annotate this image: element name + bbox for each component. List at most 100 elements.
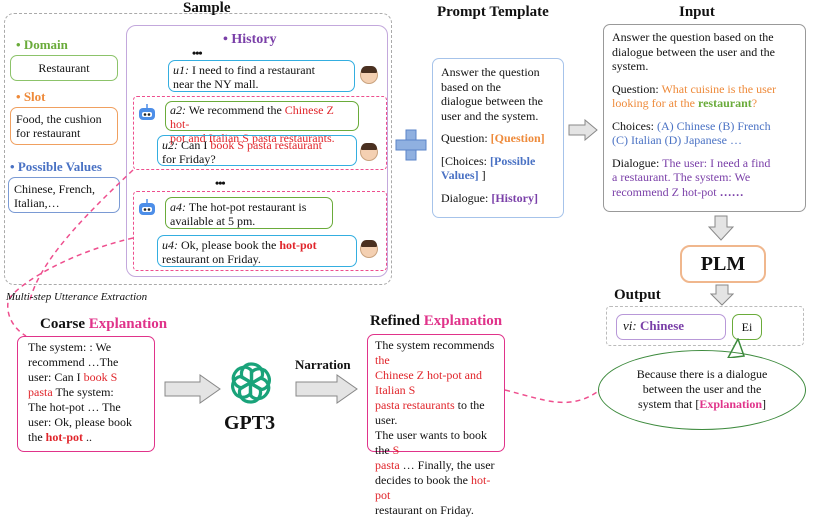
input-box: Answer the question based on the dialogu…	[603, 24, 806, 212]
coarse-line7-a: the	[28, 430, 46, 444]
refined-explanation-box: The system recommends the Chinese Z hot-…	[367, 334, 505, 517]
slot-label: • Slot	[16, 89, 46, 104]
input-line3: system.	[612, 59, 649, 73]
pt-line3: dialogue between the	[441, 94, 543, 108]
history-title: • History	[223, 32, 277, 47]
output-panel	[606, 306, 804, 346]
sample-title: Sample	[183, 0, 231, 16]
coarse-line1: The system: : We	[28, 340, 112, 354]
coarse-title-a: Coarse	[40, 316, 89, 332]
dialogue-turn-group-1	[133, 96, 387, 170]
user-avatar-icon	[360, 143, 378, 161]
utterance-u2: u2: Can I book S pasta restaurant for Fr…	[157, 135, 357, 166]
refined-line1-a: The system recommends	[375, 338, 495, 352]
utterance-u4: u4: Ok, please book the hot-pot restaura…	[157, 235, 357, 267]
refined-line1-b: the	[375, 353, 390, 367]
input-question-label: Question:	[612, 81, 662, 96]
history-title-text: History	[231, 32, 277, 47]
dialogue-turn-group-2	[133, 191, 387, 271]
slot-value-line1: Food, the cushion	[16, 112, 102, 126]
coarse-line6: user: Ok, please book	[28, 415, 132, 429]
pt-choices-end: ]	[478, 168, 486, 182]
input-line2: dialogue between the user and the	[612, 44, 775, 59]
a4-line2: available at 5 pm.	[170, 214, 256, 228]
input-question-a: What cuisine is the user	[661, 81, 777, 96]
values-label-text: Possible Values	[17, 159, 102, 174]
input-dialogue-c: recommend Z hot-pot	[612, 184, 720, 199]
input-dialogue-b: a restaurant. The system: We	[612, 170, 751, 184]
u2-line2: for Friday?	[162, 152, 216, 166]
domain-value: Restaurant	[38, 61, 90, 75]
input-title: Input	[679, 4, 715, 20]
robot-avatar-icon	[139, 199, 155, 215]
refined-line7: restaurant on Friday.	[375, 503, 474, 517]
input-choices-label: Choices:	[612, 118, 657, 133]
history-panel	[126, 25, 388, 277]
utterance-u1: u1: I need to find a restaurant near the…	[168, 60, 355, 92]
coarse-line7-b: hot-pot	[45, 430, 84, 444]
input-dialogue-d: ……	[719, 184, 744, 199]
pt-line2: based on the	[441, 79, 501, 94]
history-ellipsis-top: •••	[192, 46, 203, 60]
arrow-down-icon	[710, 284, 734, 306]
coarse-line4-b: The system:	[52, 385, 114, 399]
u1-line1: I need to find a restaurant	[192, 63, 315, 77]
a4-line1: The hot-pot restaurant is	[188, 200, 307, 214]
input-line1: Answer the question based on the	[612, 30, 774, 44]
pt-choices-placeholder-2: Values]	[441, 168, 479, 182]
pt-line4: user and the system.	[441, 108, 539, 123]
bubble-line3-b: Explanation	[699, 397, 763, 411]
refined-line6-a: decides to book the	[375, 473, 471, 487]
values-line1: Chinese, French,	[14, 182, 95, 196]
input-dialogue-label: Dialogue:	[612, 155, 663, 170]
refined-line4-a: The user wants to book the	[375, 428, 487, 457]
coarse-title: Coarse Explanation	[40, 316, 167, 333]
coarse-explanation-box: The system: : We recommend …The user: Ca…	[17, 336, 155, 452]
sample-panel	[4, 13, 392, 285]
input-choices-b: (C) Italian (D) Japanese …	[612, 133, 742, 147]
multistep-label: Multi-step Utterance Extraction	[6, 291, 148, 303]
u4-line2: restaurant on Friday.	[162, 252, 261, 266]
refined-line4-b: S	[392, 443, 400, 457]
refined-line3-b: to the user.	[375, 398, 485, 427]
refined-line5-b: … Finally, the user	[399, 458, 495, 472]
plus-icon	[395, 129, 427, 161]
history-ellipsis-mid: •••	[215, 176, 226, 190]
slot-value-line2: for restaurant	[16, 126, 81, 140]
input-question-c: restaurant	[697, 96, 752, 110]
openai-logo-icon	[231, 362, 271, 404]
u1-label: u1:	[173, 63, 189, 77]
pt-choices-placeholder-1: [Possible	[490, 153, 536, 168]
utterance-a4: a4: The hot-pot restaurant is available …	[165, 197, 333, 229]
u4-label: u4:	[162, 238, 178, 252]
user-avatar-icon	[360, 66, 378, 84]
domain-value-box: Restaurant	[10, 55, 118, 81]
a2-label: a2:	[170, 103, 186, 117]
arrow-right-icon	[164, 374, 221, 404]
coarse-line2: recommend …The	[28, 355, 119, 369]
refined-title-a: Refined	[370, 313, 424, 329]
output-explanation-symbol: Ei	[741, 320, 753, 334]
pt-choices-label: [Choices:	[441, 153, 490, 168]
extraction-connector	[7, 169, 601, 404]
values-line2: Italian,…	[14, 196, 60, 210]
u2-line1-b: book S pasta restaurant	[210, 138, 322, 152]
a2-line1-b: Chinese Z hot-	[170, 103, 334, 131]
output-value-box: vi: Chinese	[616, 314, 726, 340]
input-question-b: looking for at the	[612, 96, 698, 110]
pt-question-label: Question:	[441, 131, 491, 145]
slot-value-box: Food, the cushion for restaurant	[10, 107, 118, 145]
pt-dialogue-placeholder: [History]	[491, 190, 538, 205]
explanation-bubble: Because there is a dialogue between the …	[598, 350, 806, 430]
output-explanation-box: Ei	[732, 314, 762, 340]
u2-label: u2:	[162, 138, 178, 152]
a4-label: a4:	[170, 200, 186, 214]
input-dialogue-a: The user: I need a find	[662, 155, 771, 170]
utterance-a2: a2: We recommend the Chinese Z hot- pot …	[165, 101, 359, 145]
u2-line1-a: Can I	[181, 138, 211, 152]
pt-dialogue-label: Dialogue:	[441, 190, 492, 205]
arrow-right-icon	[295, 374, 358, 404]
refined-title: Refined Explanation	[370, 313, 502, 330]
domain-label-text: Domain	[23, 37, 68, 52]
bubble-line3-a: system that [	[637, 397, 700, 411]
